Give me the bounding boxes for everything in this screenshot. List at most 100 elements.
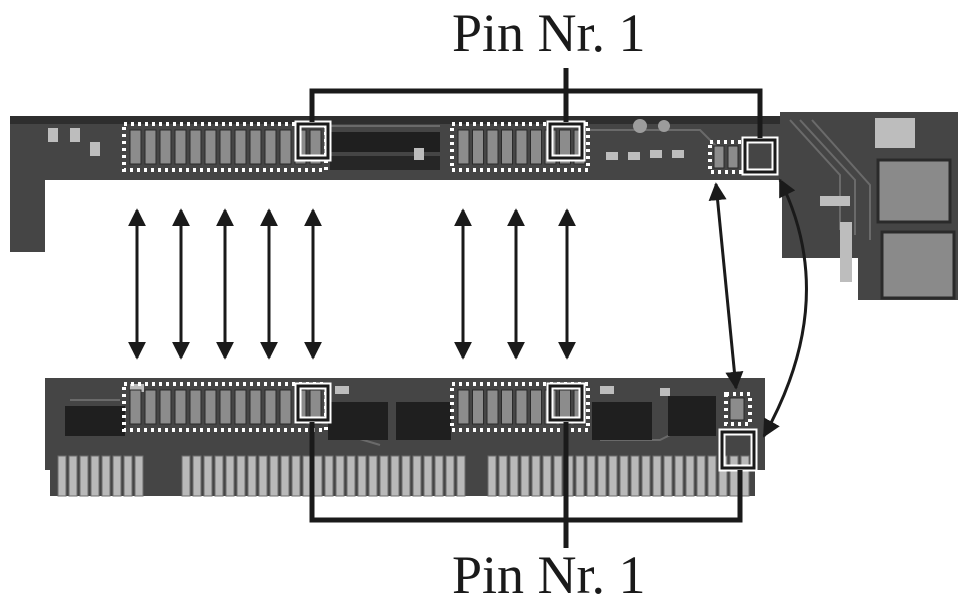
header-pin <box>129 129 142 165</box>
mating-arrow-right-curved <box>762 178 808 438</box>
edge-finger <box>423 455 433 497</box>
edge-finger <box>112 455 122 497</box>
edge-finger <box>652 455 662 497</box>
header-pin <box>279 389 292 425</box>
header-pin <box>249 129 262 165</box>
header-pin <box>204 129 217 165</box>
top-board-traces <box>330 119 871 240</box>
edge-finger <box>101 455 111 497</box>
header-pin <box>249 389 262 425</box>
edge-finger <box>531 455 541 497</box>
header-pin <box>729 397 745 421</box>
header-pin <box>219 389 232 425</box>
header-pin <box>144 129 157 165</box>
pin1-markers <box>294 120 779 472</box>
edge-finger <box>181 455 191 497</box>
edge-finger <box>696 455 706 497</box>
header-pin <box>486 389 499 425</box>
mating-arrows <box>128 178 808 438</box>
edge-finger <box>663 455 673 497</box>
pin1-box-top-right-inner <box>743 138 777 174</box>
pin1-box-top-middle-inner <box>548 122 584 160</box>
header-pin <box>515 129 528 165</box>
header-pin <box>264 129 277 165</box>
edge-finger <box>520 455 530 497</box>
header-pin <box>159 129 172 165</box>
edge-finger <box>57 455 67 497</box>
edge-finger <box>192 455 202 497</box>
top-board-components <box>48 118 915 282</box>
header-pin <box>309 129 322 165</box>
edge-finger <box>313 455 323 497</box>
edge-finger <box>542 455 552 497</box>
edge-finger <box>123 455 133 497</box>
pin1-box-bottom-middle-inner <box>548 384 584 422</box>
edge-finger <box>214 455 224 497</box>
edge-finger <box>509 455 519 497</box>
edge-finger <box>324 455 334 497</box>
edge-finger <box>685 455 695 497</box>
edge-finger <box>729 455 739 497</box>
top-leader-bracket <box>309 88 763 138</box>
edge-finger <box>236 455 246 497</box>
header-pin <box>501 129 513 165</box>
header-pin <box>129 389 142 425</box>
edge-finger <box>434 455 444 497</box>
bottom-board-chip <box>668 396 716 436</box>
edge-finger <box>390 455 400 497</box>
header-pin <box>234 129 247 165</box>
header-pin <box>501 389 513 425</box>
edge-finger <box>608 455 618 497</box>
edge-finger <box>225 455 235 497</box>
header-pin <box>189 129 202 165</box>
header-pin <box>189 389 202 425</box>
top-board-chip <box>330 156 440 170</box>
edge-connector-fingers <box>57 455 750 497</box>
edge-finger <box>498 455 508 497</box>
header-pin <box>457 389 470 425</box>
top-pin-header-right <box>713 145 739 169</box>
header-pin <box>159 389 172 425</box>
edge-finger <box>412 455 422 497</box>
header-pin <box>174 129 187 165</box>
edge-finger <box>335 455 345 497</box>
header-pin <box>234 389 247 425</box>
top-board-jack <box>880 230 956 300</box>
edge-finger <box>586 455 596 497</box>
header-pin <box>530 389 542 425</box>
header-pin <box>559 129 571 165</box>
top-board-edge-shade <box>10 116 780 124</box>
edge-finger <box>134 455 144 497</box>
header-pin <box>515 389 528 425</box>
header-pin <box>727 145 739 169</box>
edge-finger <box>641 455 651 497</box>
edge-finger <box>445 455 455 497</box>
edge-finger <box>247 455 257 497</box>
top-board <box>10 112 958 300</box>
edge-finger <box>674 455 684 497</box>
edge-finger <box>487 455 497 497</box>
bottom-header-right-outline <box>724 392 752 426</box>
header-pin <box>457 129 470 165</box>
edge-finger <box>269 455 279 497</box>
pin1-box-top-left-inner <box>296 122 330 160</box>
edge-finger <box>575 455 585 497</box>
bottom-pin-header-right <box>729 397 745 421</box>
pin1-label-top: Pin Nr. 1 <box>452 3 646 63</box>
bottom-board-chip <box>65 406 125 436</box>
pin1-label-bottom: Pin Nr. 1 <box>452 545 646 605</box>
bottom-leader-bracket <box>309 422 743 523</box>
mating-arrow-right-straight <box>708 182 744 390</box>
bottom-pin-header-left <box>129 389 322 425</box>
edge-finger <box>401 455 411 497</box>
edge-finger <box>280 455 290 497</box>
header-pin <box>309 389 322 425</box>
edge-finger <box>68 455 78 497</box>
edge-finger <box>553 455 563 497</box>
edge-finger <box>291 455 301 497</box>
header-pin <box>279 129 292 165</box>
edge-finger <box>707 455 717 497</box>
edge-finger <box>379 455 389 497</box>
header-pin <box>530 129 542 165</box>
